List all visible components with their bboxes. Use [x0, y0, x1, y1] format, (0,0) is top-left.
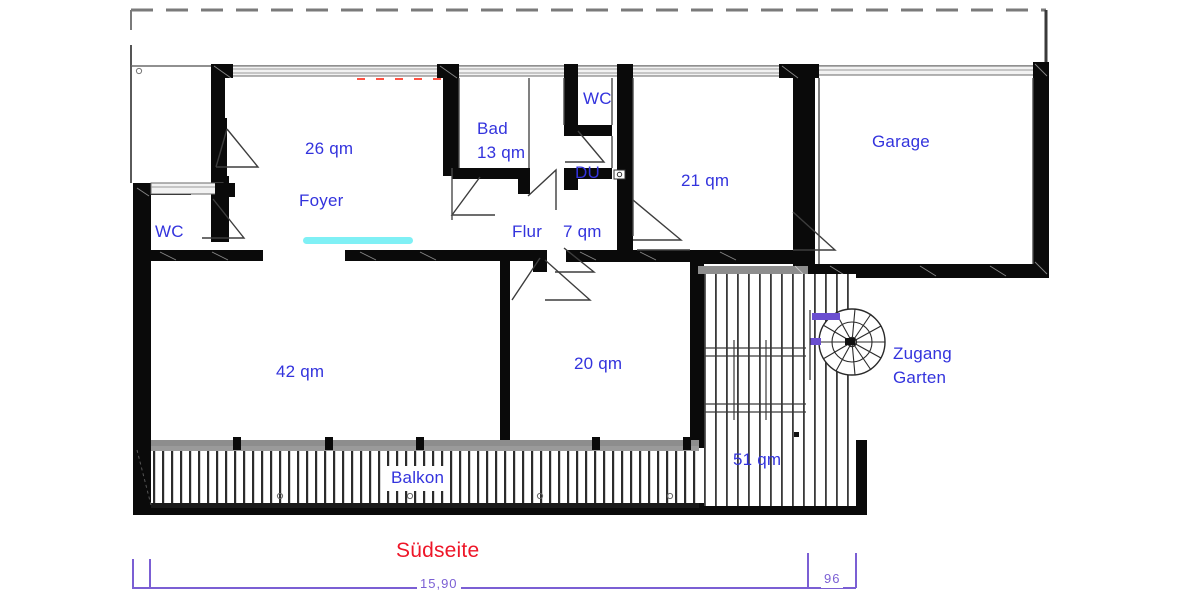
room-label-bad-size: 13 qm	[477, 143, 526, 162]
room-label-20qm: 20 qm	[574, 354, 623, 373]
room-label-wc-top: WC	[583, 89, 612, 108]
room-label-du: DU	[575, 163, 600, 182]
terrace-decking	[704, 274, 856, 506]
room-label-42qm: 42 qm	[276, 362, 325, 381]
room-label-bad: Bad	[477, 119, 508, 138]
room-label-flur: Flur	[512, 222, 543, 241]
fixture-markers	[613, 169, 626, 180]
room-label-zugang: Zugang	[893, 344, 952, 363]
roof-outline	[130, 8, 1048, 68]
room-label-21qm: 21 qm	[681, 171, 730, 190]
dimension-label-main-width: 15,90	[417, 575, 461, 593]
partition-lines	[451, 78, 1034, 264]
room-label-wc-left: WC	[155, 222, 184, 241]
spiral-staircase-icon	[809, 308, 886, 380]
room-label-foyer: Foyer	[299, 191, 344, 210]
room-label-flur-size: 7 qm	[563, 222, 602, 241]
orientation-label-suedseite: Südseite	[396, 539, 480, 562]
room-label-garage: Garage	[872, 132, 930, 151]
wall-hatch	[136, 63, 1048, 278]
dimension-lines	[132, 553, 857, 589]
dimension-label-right-96: 96	[821, 570, 844, 588]
room-label-balkon: Balkon	[386, 466, 450, 491]
room-label-garten: Garten	[893, 368, 947, 387]
cyan-highlight-marker	[303, 237, 413, 244]
room-label-51qm: 51 qm	[733, 450, 782, 469]
room-label-26qm: 26 qm	[305, 139, 354, 158]
